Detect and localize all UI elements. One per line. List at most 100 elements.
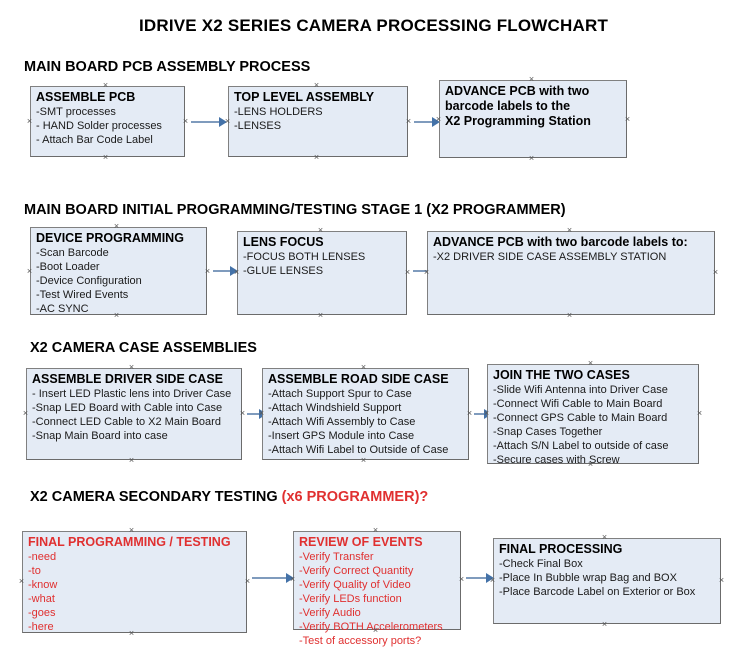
resize-handle-bottom[interactable] [317,312,324,319]
node-assemble-pcb[interactable]: ASSEMBLE PCB -SMT processes - HAND Solde… [30,86,185,157]
connector-driver-to-road-case[interactable] [247,413,263,415]
resize-handle-top[interactable] [372,527,379,534]
resize-handle-right[interactable] [458,576,465,583]
resize-handle-top[interactable] [587,360,594,367]
node-line: -AC SYNC [36,303,89,315]
resize-handle-right[interactable] [712,269,719,276]
node-top-level-assembly[interactable]: TOP LEVEL ASSEMBLY -LENS HOLDERS -LENSES [228,86,408,157]
resize-handle-top[interactable] [601,534,608,541]
node-line: X2 Programming Station [445,114,591,128]
resize-handle-top[interactable] [313,82,320,89]
resize-handle-left[interactable] [224,118,231,125]
node-line: -Slide Wifi Antenna into Driver Case [493,384,668,396]
node-line: -Snap Main Board into case [32,430,168,442]
resize-handle-bottom[interactable] [113,312,120,319]
node-assemble-driver-side-case[interactable]: ASSEMBLE DRIVER SIDE CASE - Insert LED P… [26,368,242,460]
resize-handle-left[interactable] [26,268,33,275]
node-line: -Attach Windshield Support [268,402,402,414]
resize-handle-top[interactable] [360,364,367,371]
connector-final-prog-to-review[interactable] [252,577,290,579]
resize-handle-right[interactable] [204,268,211,275]
resize-handle-right[interactable] [624,116,631,123]
resize-handle-left[interactable] [435,116,442,123]
section-header-case-assemblies: X2 CAMERA CASE ASSEMBLIES [30,340,257,356]
resize-handle-right[interactable] [239,410,246,417]
resize-handle-left[interactable] [258,410,265,417]
resize-handle-bottom[interactable] [313,154,320,161]
resize-handle-top[interactable] [113,223,120,230]
node-line: -Verify Transfer [299,551,374,563]
node-line: -Connect GPS Cable to Main Board [493,412,668,424]
resize-handle-right[interactable] [718,577,725,584]
resize-handle-bottom[interactable] [587,461,594,468]
node-line: -FOCUS BOTH LENSES [243,251,366,263]
node-final-processing[interactable]: FINAL PROCESSING -Check Final Box -Place… [493,538,721,624]
node-review-of-events[interactable]: REVIEW OF EVENTS -Verify Transfer -Verif… [293,531,461,647]
resize-handle-top[interactable] [128,364,135,371]
node-line: -X2 DRIVER SIDE CASE ASSEMBLY STATION [433,251,667,263]
resize-handle-top[interactable] [528,76,535,83]
section-header-text: X2 CAMERA CASE ASSEMBLIES [30,340,257,356]
resize-handle-left[interactable] [18,578,25,585]
resize-handle-right[interactable] [182,118,189,125]
node-line: -Attach S/N Label to outside of case [493,440,669,452]
node-line: -Snap LED Board with Cable into Case [32,402,223,414]
resize-handle-left[interactable] [423,269,430,276]
connector-road-to-join-cases[interactable] [474,413,488,415]
resize-handle-bottom[interactable] [528,155,535,162]
node-line: -know [28,579,58,591]
resize-handle-top[interactable] [102,82,109,89]
node-title: ASSEMBLE DRIVER SIDE CASE [32,372,224,386]
resize-handle-top[interactable] [128,527,135,534]
node-line: -Attach Wifi Label to Outside of Case [268,444,449,456]
node-line: -Boot Loader [36,261,100,273]
node-title: FINAL PROCESSING [499,542,623,556]
connector-device-to-lens-focus[interactable] [213,270,233,272]
node-line: - HAND Solder processes [36,120,162,132]
node-line: -to [28,565,41,577]
resize-handle-right[interactable] [466,410,473,417]
resize-handle-bottom[interactable] [360,457,367,464]
section-header-secondary-testing: X2 CAMERA SECONDARY TESTING (x6 PROGRAMM… [30,489,428,505]
node-line: -Snap Cases Together [493,426,603,438]
resize-handle-left[interactable] [483,410,490,417]
node-join-the-two-cases[interactable]: JOIN THE TWO CASES -Slide Wifi Antenna i… [487,364,699,466]
resize-handle-top[interactable] [566,227,573,234]
connector-review-to-final-processing[interactable] [466,577,490,579]
resize-handle-left[interactable] [489,577,496,584]
node-lens-focus[interactable]: LENS FOCUS -FOCUS BOTH LENSES -GLUE LENS… [237,231,407,315]
node-line: -Verify Audio [299,607,361,619]
resize-handle-left[interactable] [26,118,33,125]
node-line: -Verify LEDs function [299,593,402,605]
node-line: -goes [28,607,56,619]
node-line: -LENSES [234,120,282,132]
connector-pcb-to-top-level[interactable] [191,121,221,123]
resize-handle-left[interactable] [233,269,240,276]
node-line: - Attach Bar Code Label [36,134,153,146]
node-advance-pcb-driver-station[interactable]: ADVANCE PCB with two barcode labels to: … [427,231,715,315]
node-assemble-road-side-case[interactable]: ASSEMBLE ROAD SIDE CASE -Attach Support … [262,368,469,460]
resize-handle-right[interactable] [696,410,703,417]
resize-handle-left[interactable] [289,576,296,583]
node-advance-pcb-programming-station[interactable]: ADVANCE PCB with two barcode labels to t… [439,80,627,158]
connector-top-level-to-advance[interactable] [414,121,436,123]
resize-handle-bottom[interactable] [102,154,109,161]
resize-handle-top[interactable] [317,227,324,234]
connector-lens-to-advance-driver[interactable] [413,270,431,272]
resize-handle-right[interactable] [404,269,411,276]
resize-handle-bottom[interactable] [566,312,573,319]
resize-handle-bottom[interactable] [372,627,379,634]
resize-handle-bottom[interactable] [128,630,135,637]
node-title: FINAL PROGRAMMING / TESTING [28,535,231,549]
node-final-programming-testing[interactable]: FINAL PROGRAMMING / TESTING -need -to -k… [22,531,247,633]
node-device-programming[interactable]: DEVICE PROGRAMMING -Scan Barcode -Boot L… [30,227,207,315]
resize-handle-right[interactable] [405,118,412,125]
node-line: -Place Barcode Label on Exterior or Box [499,586,696,598]
section-header-text: MAIN BOARD PCB ASSEMBLY PROCESS [24,59,311,75]
resize-handle-bottom[interactable] [128,457,135,464]
node-line: -Insert GPS Module into Case [268,430,415,442]
resize-handle-left[interactable] [22,410,29,417]
resize-handle-right[interactable] [244,578,251,585]
resize-handle-bottom[interactable] [601,621,608,628]
